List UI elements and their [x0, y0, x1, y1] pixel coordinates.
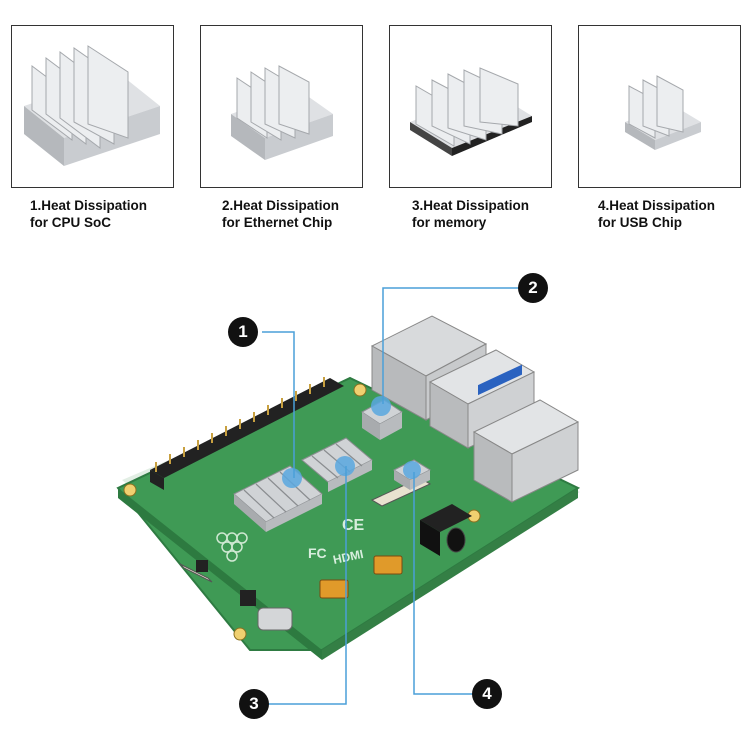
callout-4: 4: [472, 679, 502, 709]
marker-usb: [403, 461, 421, 479]
caption-usb: 4.Heat Dissipation for USB Chip: [598, 198, 716, 230]
heatsink-ethernet-image: [231, 65, 333, 160]
marker-ethernet: [371, 396, 391, 416]
caption-cpu: 1.Heat Dissipation for CPU SoC: [30, 198, 148, 230]
caption-ethernet: 2.Heat Dissipation for Ethernet Chip: [222, 198, 340, 230]
heatsink-memory-image: [410, 67, 532, 156]
leader-line-4: [413, 472, 476, 695]
hdmi-mark: HDMI: [332, 547, 365, 567]
usb-port-lower: [472, 399, 580, 503]
micro-hdmi-port-0: [319, 579, 349, 599]
raspberry-logo-icon: [216, 532, 248, 562]
leader-line-1: [262, 331, 295, 478]
ce-mark: CE: [342, 517, 365, 534]
fc-mark: FC: [308, 545, 327, 561]
callout-2: 2: [518, 273, 548, 303]
marker-cpu: [282, 468, 302, 488]
marker-memory: [335, 456, 355, 476]
heatsink-card-memory: [389, 25, 552, 188]
leader-line-3: [268, 466, 347, 705]
raspberry-pi-board-illustration: CE FC HDMI: [116, 287, 581, 705]
usb-c-port: [257, 607, 293, 631]
caption-memory: 3.Heat Dissipation for memory: [412, 198, 530, 230]
callout-3: 3: [239, 689, 269, 719]
heatsink-card-ethernet: [200, 25, 363, 188]
callout-1: 1: [228, 317, 258, 347]
heatsink-card-usb: [578, 25, 741, 188]
heatsink-usb-image: [625, 75, 701, 150]
leader-lines: [262, 287, 520, 705]
heatsink-card-cpu: [11, 25, 174, 188]
micro-hdmi-port-1: [373, 555, 403, 575]
heatsink-cpu-image: [24, 45, 160, 166]
audio-jack: [420, 504, 472, 556]
gpio-header: [150, 378, 344, 490]
leader-line-2: [382, 287, 520, 404]
position-markers: [282, 396, 421, 488]
